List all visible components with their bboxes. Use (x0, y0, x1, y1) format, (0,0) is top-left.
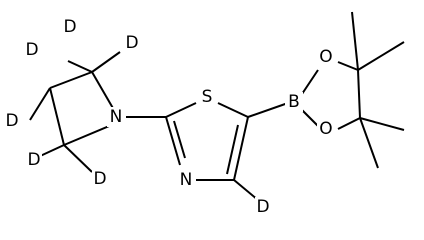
atom-n-azetidine: N (110, 107, 123, 127)
bond-c4-d (233, 179, 259, 201)
molecule-canvas: D D D D D D N S N D B O O (4, 11, 405, 217)
atom-d-6: D (93, 169, 106, 189)
bond-methyl-2 (357, 41, 405, 71)
atom-b: B (288, 92, 300, 112)
bond-c5-b (247, 102, 289, 118)
structure-drawing: D D D D D D N S N D B O O (4, 11, 405, 217)
bond-c-c (357, 69, 361, 119)
bond-c2-n3 (165, 116, 181, 166)
bond-lines (29, 11, 405, 201)
atom-d-4: D (5, 111, 18, 131)
bond-ring-bottom-n (63, 123, 115, 146)
atom-d-7: D (256, 197, 269, 217)
bond-o-lower-c (337, 117, 361, 130)
bond-cd2-cd2 (49, 87, 65, 146)
bond-c2-n3-double (173, 120, 186, 159)
bond-methyl-3 (359, 117, 405, 131)
bond-ring-top-n (91, 71, 115, 111)
bond-c4-c5 (233, 116, 249, 181)
atom-n-thiazole: N (180, 170, 193, 190)
bond-cd2-top (67, 60, 93, 73)
atom-d-5: D (27, 150, 40, 170)
bond-s-c5 (217, 102, 249, 118)
bond-b-o-upper (301, 69, 319, 95)
bond-b-o-lower (301, 109, 319, 127)
bond-methyl-4 (359, 117, 379, 169)
bond-c4-c5-double (226, 124, 239, 175)
bond-methyl-1 (351, 11, 359, 71)
atom-d-3: D (25, 40, 38, 60)
bond-o-upper-c (337, 61, 359, 71)
atom-d-1: D (63, 17, 76, 37)
atom-s-thiazole: S (202, 87, 213, 107)
bond-cd2-left (49, 71, 93, 89)
bond-cd2-cd2-left (29, 87, 51, 121)
bond-cd2-bottom (63, 144, 93, 173)
bond-c2-s (165, 102, 197, 118)
atom-o-lower: O (319, 119, 332, 139)
bond-cd2-bottom-left (37, 144, 65, 158)
bond-cd2-top-right (91, 51, 121, 73)
atom-o-upper: O (319, 47, 332, 67)
atom-d-2: D (125, 33, 138, 53)
atom-labels: D D D D D D N S N D B O O (4, 17, 335, 217)
